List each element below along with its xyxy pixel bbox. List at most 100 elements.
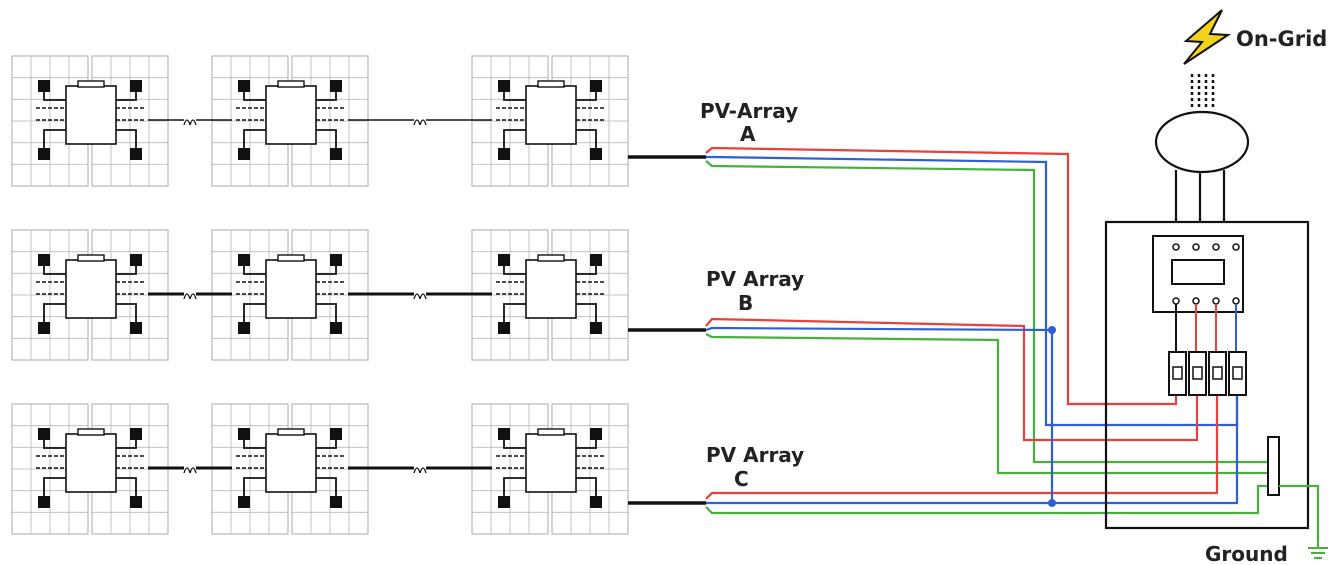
- panel-connector: [498, 428, 510, 440]
- trunk-cable: [348, 466, 492, 474]
- panel-connector: [498, 148, 510, 160]
- microinverter: [525, 85, 577, 145]
- panel-connector: [130, 496, 142, 508]
- panel-connector: [590, 80, 602, 92]
- solar-panel-unit: [211, 55, 369, 187]
- breaker: [1188, 351, 1207, 396]
- blue-junction-c: [1048, 499, 1056, 507]
- blue-bus-to-box: [1052, 395, 1239, 505]
- solar-panel-unit: [471, 403, 629, 535]
- energy-meter: [1152, 235, 1244, 313]
- microinverter: [525, 259, 577, 319]
- panel-connector: [498, 322, 510, 334]
- panel-connector: [330, 428, 342, 440]
- breaker-switch: [1212, 366, 1223, 380]
- panel-connector: [498, 496, 510, 508]
- breaker-switch: [1192, 366, 1203, 380]
- solar-panel-unit: [211, 229, 369, 361]
- panel-connector: [498, 254, 510, 266]
- panel-connector: [238, 496, 250, 508]
- breaker: [1168, 351, 1187, 396]
- ground-symbol-icon: [1308, 540, 1328, 559]
- array-a-green-wire: [705, 160, 1268, 464]
- panel-connector: [238, 322, 250, 334]
- array-b-blue-wire: [705, 326, 1053, 332]
- panel-connector: [238, 80, 250, 92]
- cable-break-mark: [183, 467, 197, 474]
- panel-connector: [130, 254, 142, 266]
- panel-connector: [238, 148, 250, 160]
- array-a-label-line2: A: [740, 122, 756, 146]
- cable-break-mark: [413, 293, 427, 300]
- blue-bus: [1048, 326, 1239, 507]
- cable-break-mark: [183, 119, 197, 126]
- trunk-cable: [348, 119, 492, 126]
- array-a-label-line1: PV-Array: [700, 99, 798, 123]
- ground-bar: [1267, 436, 1280, 496]
- meter-display: [1171, 259, 1225, 285]
- cable-break-mark: [413, 119, 427, 126]
- panel-connector: [590, 148, 602, 160]
- panel-connector: [130, 80, 142, 92]
- trunk-cable: [148, 119, 232, 126]
- microinverter: [65, 433, 117, 493]
- panel-connector: [238, 428, 250, 440]
- breaker-switch: [1232, 366, 1243, 380]
- array-b-green-wire: [705, 333, 1268, 475]
- panel-connector: [330, 80, 342, 92]
- panel-connector: [38, 80, 50, 92]
- array-c-label-line1: PV Array: [706, 443, 804, 467]
- grid-transformer: [1154, 110, 1250, 174]
- cable-break-mark: [183, 293, 197, 300]
- solar-panel-unit: [471, 229, 629, 361]
- array-c-wires: [705, 395, 1268, 515]
- microinverter: [265, 259, 317, 319]
- solar-panel-unit: [11, 55, 169, 187]
- panel-connector: [590, 322, 602, 334]
- panel-connector: [38, 496, 50, 508]
- microinverter: [525, 433, 577, 493]
- blue-junction-b: [1048, 326, 1056, 334]
- array-b-wires: [705, 317, 1268, 475]
- panel-connector: [330, 496, 342, 508]
- array-c-green-wire: [705, 484, 1268, 515]
- meter-top-terminal: [1212, 243, 1220, 251]
- microinverter: [65, 85, 117, 145]
- panel-connector: [330, 254, 342, 266]
- array-b-red-wire: [705, 317, 1199, 442]
- solar-panel-grid: [11, 55, 629, 535]
- array-b-label-line1: PV Array: [706, 267, 804, 291]
- meter-top-terminal: [1232, 243, 1240, 251]
- lightning-bolt-icon: [1183, 9, 1232, 65]
- array-a-red-wire: [705, 146, 1178, 406]
- panel-connector: [130, 428, 142, 440]
- grid-connection: On-Grid: [1154, 9, 1327, 222]
- power-emission-lines: [1190, 74, 1215, 108]
- panel-connector: [590, 496, 602, 508]
- solar-panel-unit: [471, 55, 629, 187]
- on-grid-label: On-Grid: [1236, 27, 1327, 51]
- meter-breaker-links: [1175, 304, 1237, 352]
- circuit-breakers: [1168, 351, 1247, 396]
- panel-connector: [590, 254, 602, 266]
- panel-connector: [590, 428, 602, 440]
- panel-connector: [498, 80, 510, 92]
- panel-connector: [238, 254, 250, 266]
- ground-label: Ground: [1205, 542, 1288, 565]
- microinverter: [265, 433, 317, 493]
- microinverter: [265, 85, 317, 145]
- panel-connector: [38, 254, 50, 266]
- distribution-box: [1104, 220, 1310, 530]
- solar-panel-unit: [211, 403, 369, 535]
- meter-top-terminal: [1172, 243, 1180, 251]
- row-output-cables: [628, 155, 706, 505]
- array-c-red-wire: [705, 395, 1219, 500]
- panel-connector: [38, 322, 50, 334]
- panel-connector: [38, 428, 50, 440]
- panel-connector: [330, 148, 342, 160]
- microinverter: [65, 259, 117, 319]
- breaker: [1228, 351, 1247, 396]
- array-c-label-line2: C: [734, 467, 749, 491]
- panel-connector: [38, 148, 50, 160]
